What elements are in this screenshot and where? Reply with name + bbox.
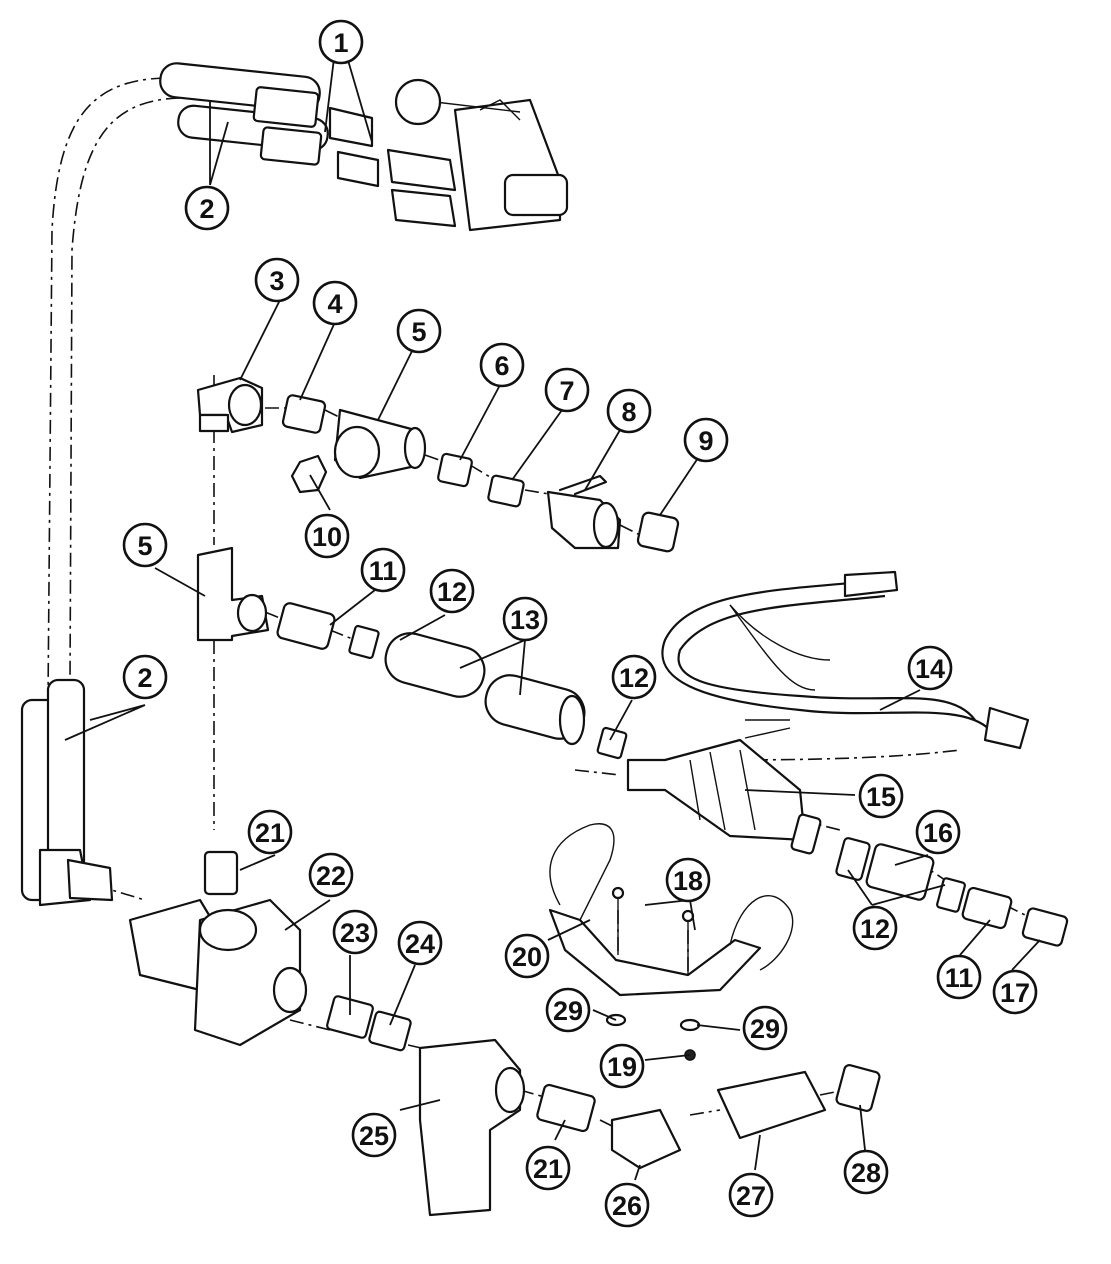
svg-text:8: 8 [621,397,636,427]
callout-1: 1 [318,19,364,65]
control-valve-assembly [159,62,569,232]
svg-text:9: 9 [698,426,713,456]
svg-text:25: 25 [359,1121,389,1151]
callout-28: 28 [843,1149,889,1195]
svg-text:5: 5 [411,317,426,347]
callout-13: 13 [502,596,548,642]
svg-text:29: 29 [750,1014,780,1044]
svg-text:23: 23 [340,918,370,948]
svg-text:10: 10 [312,522,342,552]
callout-11-right: 11 [936,954,982,1000]
svg-text:18: 18 [673,866,703,896]
callout-5: 5 [396,308,442,354]
svg-text:6: 6 [494,351,509,381]
gauge-tee-line [196,376,680,553]
svg-text:21: 21 [255,818,285,848]
callout-15: 15 [858,773,904,819]
svg-text:24: 24 [405,929,435,959]
callout-24: 24 [397,920,443,966]
svg-text:12: 12 [619,663,649,693]
svg-text:1: 1 [333,28,348,58]
wiring-harness [661,570,1030,750]
callout-23: 23 [332,909,378,955]
callout-12-right: 12 [852,905,898,951]
callout-12: 12 [429,568,475,614]
callout-14: 14 [907,645,953,691]
svg-text:26: 26 [612,1191,642,1221]
svg-text:19: 19 [607,1052,637,1082]
callout-6: 6 [479,342,525,388]
svg-text:29: 29 [553,996,583,1026]
callout-3: 3 [254,257,300,303]
callout-10: 10 [304,513,350,559]
svg-text:15: 15 [866,782,896,812]
svg-text:16: 16 [923,818,953,848]
callout-16: 16 [915,809,961,855]
svg-text:7: 7 [559,376,574,406]
svg-text:3: 3 [269,266,284,296]
pump-assembly [20,678,412,1052]
svg-text:28: 28 [851,1158,881,1188]
svg-text:21: 21 [533,1154,563,1184]
svg-text:11: 11 [369,556,398,586]
flowmeter-line [196,546,822,855]
callout-25: 25 [351,1112,397,1158]
svg-text:2: 2 [199,194,214,224]
svg-text:2: 2 [137,663,152,693]
callout-26: 26 [604,1182,650,1228]
callout-18: 18 [665,857,711,903]
callout-29-right: 29 [742,1005,788,1051]
svg-text:12: 12 [860,914,890,944]
leader-lines [64,49,1041,1181]
callout-17: 17 [992,969,1038,1015]
callout-22: 22 [308,852,354,898]
svg-text:14: 14 [915,654,945,684]
svg-text:12: 12 [437,577,467,607]
callout-19: 19 [599,1043,645,1089]
svg-text:27: 27 [736,1181,766,1211]
callout-8: 8 [606,388,652,434]
callout-5-lower: 5 [122,522,168,568]
svg-text:17: 17 [1000,978,1030,1008]
svg-text:5: 5 [137,531,152,561]
svg-text:22: 22 [316,861,346,891]
svg-text:4: 4 [327,289,342,319]
callout-20: 20 [504,933,550,979]
svg-text:20: 20 [512,942,542,972]
svg-text:13: 13 [510,605,540,635]
callout-2: 2 [184,185,230,231]
callout-11: 11 [360,547,406,593]
strainer-outlet-assembly [418,1038,881,1217]
svg-text:11: 11 [945,963,974,993]
callout-7: 7 [544,367,590,413]
callouts: 1 2 3 4 5 6 7 8 9 10 5 11 12 13 14 2 12 … [122,19,1038,1228]
callout-9: 9 [683,417,729,463]
callout-27: 27 [728,1172,774,1218]
callout-21-lower: 21 [525,1145,571,1191]
callout-2-lower: 2 [122,654,168,700]
callout-12-mid: 12 [611,654,657,700]
callout-29-left: 29 [545,987,591,1033]
callout-21: 21 [247,809,293,855]
callout-4: 4 [312,280,358,326]
